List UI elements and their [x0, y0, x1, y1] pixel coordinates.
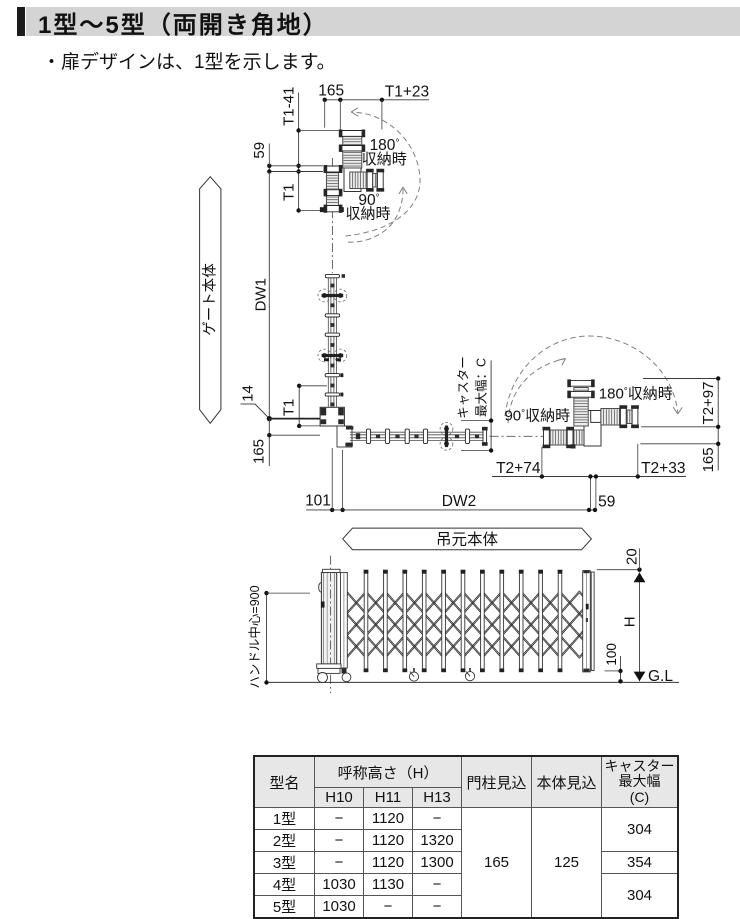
svg-text:T2+33: T2+33	[641, 460, 685, 477]
svg-text:ゲート本体: ゲート本体	[202, 263, 219, 336]
svg-text:165: 165	[251, 439, 268, 464]
svg-text:90°: 90°	[358, 192, 379, 209]
svg-text:G.L: G.L	[648, 668, 673, 685]
svg-text:収納時: 収納時	[362, 151, 407, 168]
svg-text:最大幅：C: 最大幅：C	[473, 358, 488, 417]
svg-text:DW2: DW2	[442, 493, 476, 510]
svg-text:101: 101	[305, 493, 331, 510]
svg-text:165: 165	[700, 447, 717, 472]
svg-text:T2+74: T2+74	[496, 460, 541, 477]
svg-text:14: 14	[240, 385, 257, 402]
svg-text:H: H	[622, 616, 639, 627]
svg-text:T2+97: T2+97	[700, 382, 717, 425]
svg-text:T1: T1	[281, 399, 298, 417]
svg-text:180°: 180°	[370, 137, 400, 154]
svg-text:20: 20	[624, 548, 641, 565]
svg-text:T1-41: T1-41	[281, 87, 298, 126]
svg-text:100: 100	[604, 643, 619, 666]
svg-text:ハンドル中心=900: ハンドル中心=900	[247, 585, 262, 688]
svg-text:DW1: DW1	[253, 278, 270, 311]
svg-text:収納時: 収納時	[345, 206, 390, 223]
svg-text:165: 165	[318, 82, 344, 99]
svg-text:180°収納時: 180°収納時	[599, 386, 673, 403]
svg-text:90°収納時: 90°収納時	[504, 407, 570, 424]
svg-text:吊元本体: 吊元本体	[436, 531, 499, 549]
svg-text:T1: T1	[280, 184, 297, 202]
svg-text:59: 59	[598, 494, 615, 511]
svg-text:59: 59	[251, 142, 268, 159]
svg-text:T1+23: T1+23	[385, 83, 429, 100]
svg-text:キャスター: キャスター	[457, 356, 471, 419]
